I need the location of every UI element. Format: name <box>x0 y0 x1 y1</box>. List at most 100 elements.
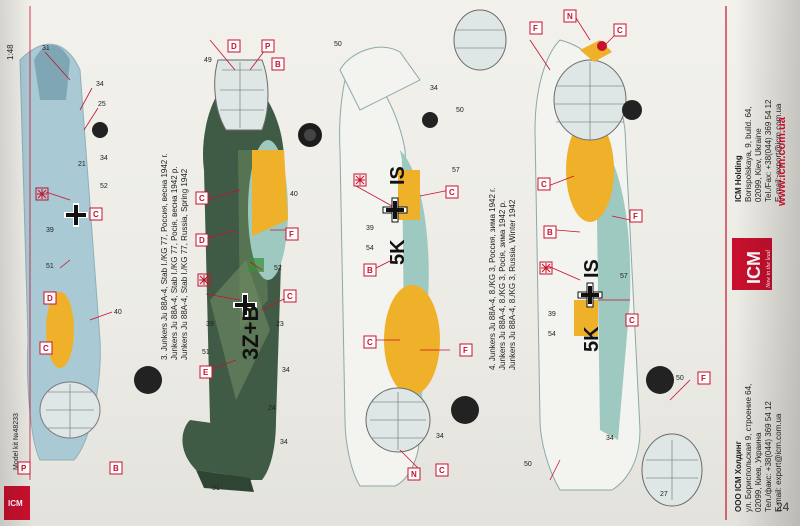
address-ru-email: E-mail: export@icm.com.ua <box>774 413 783 512</box>
address-ru-phone: Тел./факс: +38(044) 369 54 12 <box>764 401 773 512</box>
callout-50-b: 50 <box>456 107 464 114</box>
badge-c-3: C <box>199 194 205 203</box>
badge-c-5: C <box>449 188 455 197</box>
icm-logo-large: ICM Now in the lead <box>732 238 772 290</box>
callout-52-b: 52 <box>274 265 282 272</box>
profile-4-caption: 4. Junkers Ju 88A-4, 8./KG 3, Россия, зи… <box>488 188 518 370</box>
logo-brand-large: ICM <box>744 251 764 284</box>
badge-n-2: N <box>567 12 573 21</box>
profile-3-code-marking: 3Z+B <box>238 306 263 360</box>
callout-39-c: 39 <box>366 225 374 232</box>
badge-f-4: F <box>633 212 638 221</box>
callout-39-b: 39 <box>206 321 214 328</box>
badge-c-7: C <box>439 466 445 475</box>
callout-23: 23 <box>276 321 284 328</box>
callout-21: 21 <box>78 161 86 168</box>
callout-34-d: 34 <box>280 439 288 446</box>
address-en-phone: Tel./Fax: +38(044) 369 54 12 <box>764 99 773 202</box>
badge-p-1: P <box>21 464 27 473</box>
address-ru-company: ООО ICM Холдинг <box>734 441 743 512</box>
logo-brand-small: ICM <box>8 499 23 508</box>
callout-34: 34 <box>96 81 104 88</box>
badge-p-2: P <box>265 42 271 51</box>
badge-f-5: F <box>701 374 706 383</box>
badge-f-2: F <box>463 346 468 355</box>
callout-31-b: 31 <box>212 485 220 492</box>
callout-50-c: 50 <box>524 461 532 468</box>
profile-3-caption-ru: 3. Junkers Ju 88A-4, Stab I./KG 77, Росс… <box>160 153 169 360</box>
badge-d-2: D <box>231 42 237 51</box>
profile-4-caption-en: Junkers Ju 88A-4, 8./KG 3, Russia, Winte… <box>508 199 517 370</box>
callout-51-b: 51 <box>202 349 210 356</box>
callout-57: 57 <box>452 167 460 174</box>
address-ru-street: ул. Бориспольская 9, строение 64, <box>744 383 753 512</box>
address-ru-city: 02099, Киев, Украина <box>754 432 763 512</box>
profile-3-side-view: 3Z+B <box>182 59 322 492</box>
callout-49: 49 <box>204 57 212 64</box>
callout-39: 39 <box>46 227 54 234</box>
callout-numbers: 31 34 25 34 52 39 51 40 40 49 40 52 23 3… <box>22 41 684 514</box>
callout-34-e: 34 <box>430 85 438 92</box>
badge-b-1: B <box>113 464 119 473</box>
callout-54-b: 54 <box>548 331 556 338</box>
badge-d-1: D <box>47 294 53 303</box>
profile-3-caption: 3. Junkers Ju 88A-4, Stab I./KG 77, Росс… <box>160 153 190 360</box>
badge-b-2: B <box>275 60 281 69</box>
callout-51: 51 <box>46 263 54 270</box>
badge-n-1: N <box>411 470 417 479</box>
profile-4-top-view: 5K IS <box>534 39 703 507</box>
icm-logo-small: ICM <box>4 486 30 520</box>
address-ru: ООО ICM Холдинг ул. Бориспольская 9, стр… <box>734 384 784 512</box>
logo-tagline: Now in the lead <box>766 249 772 289</box>
callout-27: 27 <box>660 491 668 498</box>
callout-54: 54 <box>366 245 374 252</box>
callout-24: 24 <box>268 405 276 412</box>
callout-52: 52 <box>100 183 108 190</box>
badge-b-4: B <box>547 228 553 237</box>
profile-4-side-view: 5K IS <box>339 9 507 487</box>
callout-34-b: 34 <box>100 155 108 162</box>
badge-c-4: C <box>287 292 293 301</box>
callout-50: 50 <box>334 41 342 48</box>
model-kit-number: Model kit №48233 <box>13 413 20 470</box>
profile-4-caption-ru: 4. Junkers Ju 88A-4, 8./KG 3, Россия, зи… <box>488 187 497 370</box>
asterisk-markers <box>35 173 553 287</box>
color-badges: C D C P B D P B C D F C E C B C F N C F … <box>17 9 711 481</box>
badge-b-3: B <box>367 266 373 275</box>
callout-50-d: 50 <box>676 375 684 382</box>
profile-4-code-right: IS <box>387 166 409 185</box>
profile-4-code-left: 5K <box>387 239 409 265</box>
address-en-city: 02099, Kiev, Ukraine <box>754 128 763 202</box>
badge-c-10: C <box>629 316 635 325</box>
badge-f-1: F <box>289 230 294 239</box>
callout-40-c: 40 <box>290 191 298 198</box>
callout-34-g: 34 <box>606 435 614 442</box>
badge-f-3: F <box>533 24 538 33</box>
badge-c-9: C <box>541 180 547 189</box>
profile-4-caption-ua: Junkers Ju 88A-4, 8./KG 3, Росія, зима 1… <box>498 200 507 370</box>
page-number: 24 <box>776 500 790 514</box>
callout-34-f: 34 <box>436 433 444 440</box>
badge-d-3: D <box>199 236 205 245</box>
badge-c-6: C <box>367 338 373 347</box>
profile-3-top-view <box>19 43 162 461</box>
callout-31: 31 <box>42 45 50 52</box>
profile-4b-code-left: 5K <box>581 326 603 352</box>
address-en-company: ICM Holding <box>734 155 743 202</box>
callout-25: 25 <box>98 101 106 108</box>
badge-c-1: C <box>93 210 99 219</box>
leader-lines <box>44 17 691 481</box>
badge-e-1: E <box>203 368 209 377</box>
profile-3-caption-en: Junkers Ju 88A-4, Stab I./KG 77, Russia,… <box>180 168 189 360</box>
website-link[interactable]: www.icm.com.ua <box>776 117 788 206</box>
callout-57-b: 57 <box>620 273 628 280</box>
callout-34-c: 34 <box>282 367 290 374</box>
badge-c-8: C <box>617 26 623 35</box>
callout-39-d: 39 <box>548 311 556 318</box>
profile-3-caption-ua: Junkers Ju 88A-4, Stab I./KG 77, Росія, … <box>170 166 179 360</box>
profile-4b-code-right: IS <box>581 259 603 278</box>
badge-c-2: C <box>43 344 49 353</box>
address-en-street: Borispolskaya, 9, build. 64, <box>744 106 753 202</box>
